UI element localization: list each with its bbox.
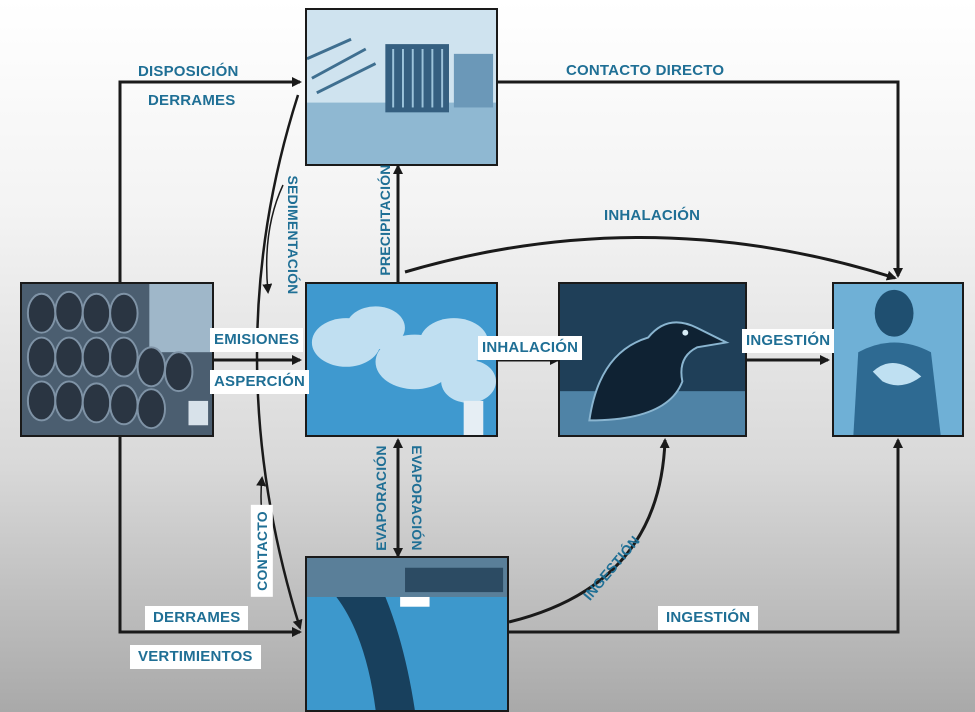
label-derrames-bottom: DERRAMES	[145, 606, 249, 630]
arrow-soil-to-human	[498, 80, 903, 278]
transformer-site-photo	[305, 8, 498, 166]
label-derrames-top: DERRAMES	[148, 92, 236, 109]
arrow-sedimentacion	[262, 184, 284, 294]
label-sedimentacion: SEDIMENTACIÓN	[285, 175, 301, 295]
human-torso-photo	[832, 282, 964, 437]
label-contacto: CONTACTO	[250, 505, 273, 597]
arrow-water-to-animal-curve	[508, 438, 670, 624]
barrels-photo	[20, 282, 214, 437]
label-inhalacion-mid: INHALACIÓN	[478, 336, 583, 360]
label-disposicion: DISPOSICIÓN	[138, 63, 239, 80]
arrow-air-to-human-curve	[404, 235, 897, 281]
label-precipitacion: PRECIPITACIÓN	[377, 164, 393, 276]
label-emisiones: EMISIONES	[210, 328, 304, 352]
contaminated-water-photo	[305, 556, 509, 712]
arrow-soil-to-water-curve	[255, 94, 303, 630]
label-vertimientos: VERTIMIENTOS	[130, 645, 261, 669]
label-inhalacion-top: INHALACIÓN	[604, 207, 701, 224]
arrow-water-to-human	[509, 438, 903, 634]
label-evaporacion-left: EVAPORACIÓN	[373, 445, 389, 551]
label-ingestion-bottom: INGESTIÓN	[658, 606, 759, 630]
arrow-source-to-water	[118, 437, 302, 637]
oiled-bird-photo	[558, 282, 747, 437]
label-evaporacion-right: EVAPORACIÓN	[409, 445, 425, 551]
arrow-source-to-soil	[118, 77, 302, 282]
smokestack-emissions-photo	[305, 282, 498, 437]
label-contacto-directo: CONTACTO DIRECTO	[566, 62, 725, 79]
label-ingestion-mid: INGESTIÓN	[742, 329, 835, 353]
label-aspercion: ASPERCIÓN	[210, 370, 309, 394]
